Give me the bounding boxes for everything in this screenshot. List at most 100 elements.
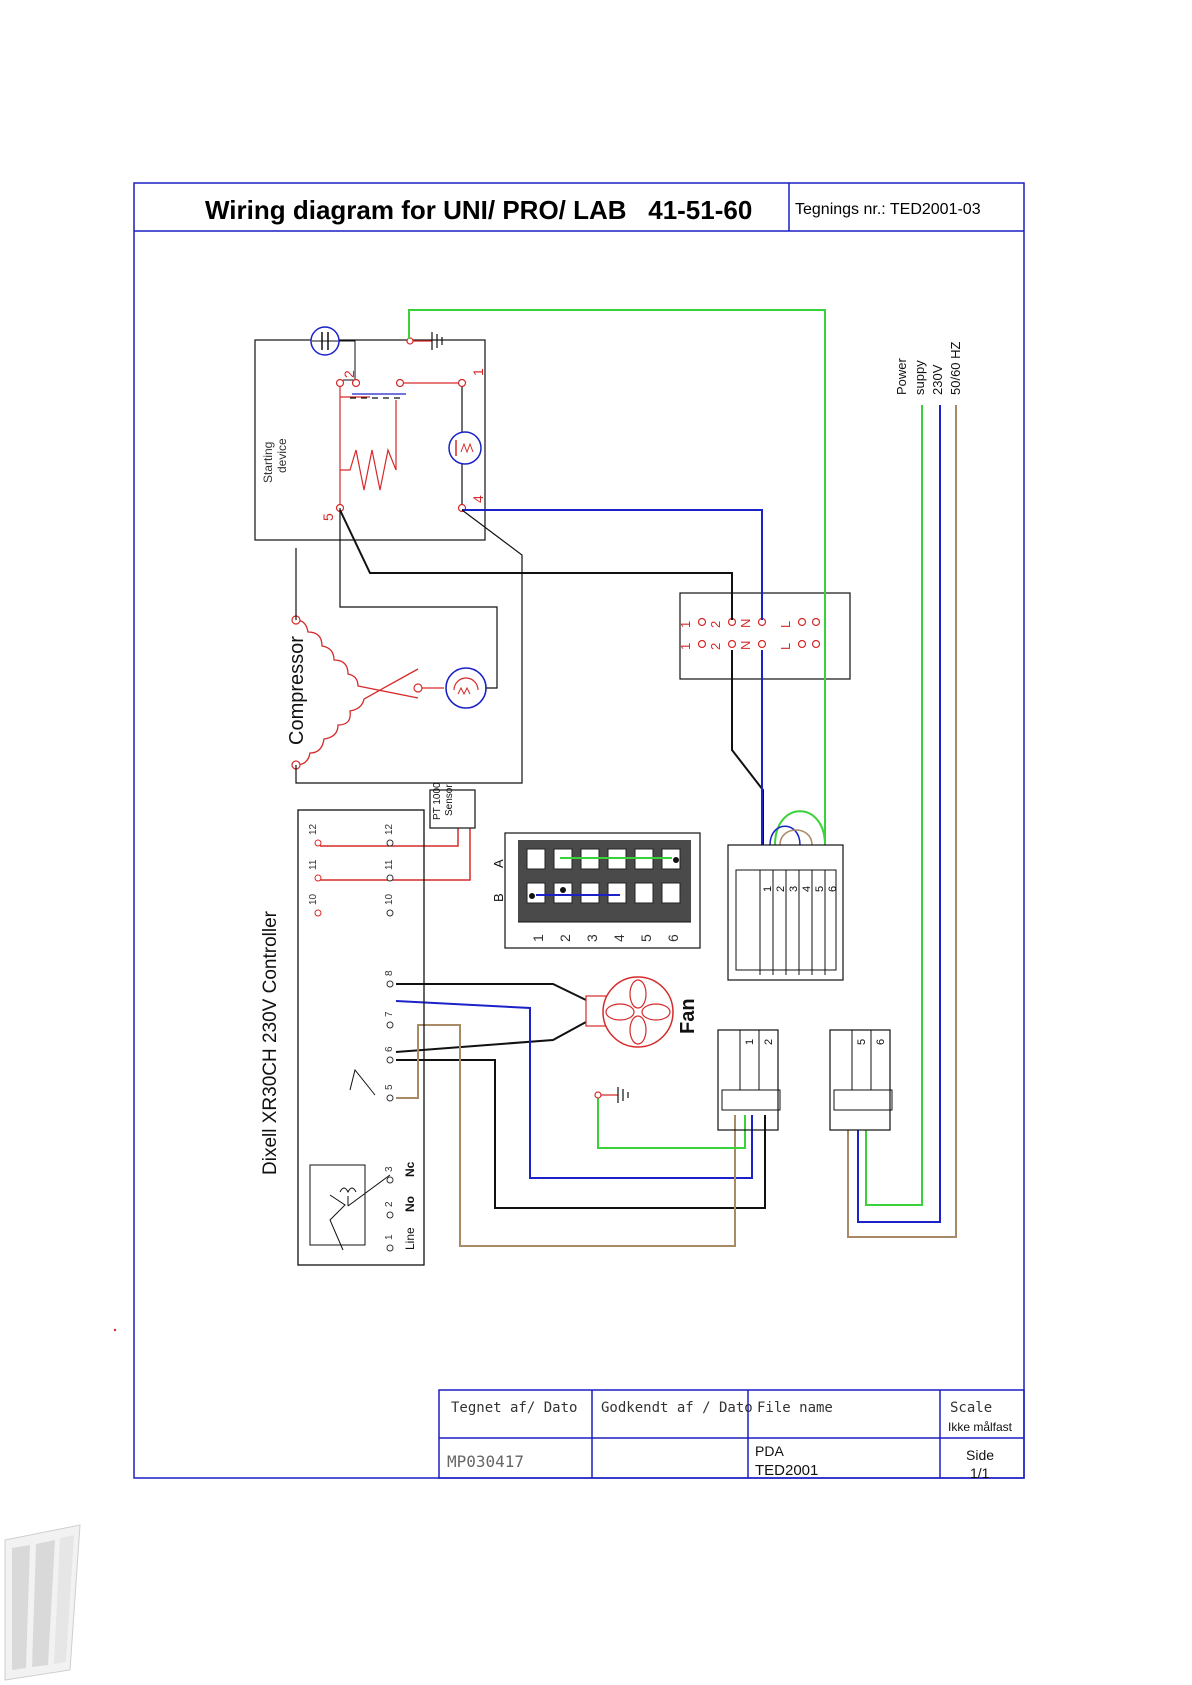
controller-terminal-label: 10: [308, 893, 319, 905]
relay-line-label: Line: [403, 1227, 417, 1250]
connector-row-b: B: [491, 893, 506, 902]
connector-outer: [504, 832, 701, 949]
controller-terminal-dot: [386, 839, 394, 847]
relay-coil-icon: [339, 1187, 357, 1194]
thermal-protector-icon: [445, 667, 487, 709]
fan-icon: [602, 976, 674, 1048]
switch-terminal-dot: [811, 617, 821, 627]
tb-scale-value: Ikke målfast: [948, 1420, 1013, 1434]
starting-device: Starting device 2 1 5 4: [254, 326, 486, 541]
connector-dot: [529, 893, 535, 899]
power-label-2: suppy: [912, 360, 927, 395]
connector-cell-b: [526, 882, 546, 904]
power-label-1: Power: [894, 357, 909, 395]
controller-box: [297, 809, 425, 1266]
controller-terminal-label: 8: [384, 970, 395, 976]
switch-terminal-label: 2: [708, 643, 723, 650]
wire-power-brown: [847, 405, 957, 1238]
connector-col-label: 6: [665, 934, 681, 942]
wire-controller-brown: [396, 1024, 736, 1247]
wire-black-start: [339, 509, 733, 620]
connector-cell-b: [607, 882, 627, 904]
controller-terminal-dot: [386, 980, 394, 988]
drawing-number: Tegnings nr.: TED2001-03: [795, 201, 981, 218]
start-terminal-4: 4: [470, 495, 486, 503]
small-a-term-2: 2: [763, 1039, 775, 1045]
sensor-label-2: Sensor: [444, 784, 455, 816]
controller-terminal-label: 5: [384, 1084, 395, 1090]
controller-terminal-dot: [386, 1244, 394, 1252]
controller-terminal-dot: [386, 1021, 394, 1029]
controller-terminal-dot: [314, 839, 322, 847]
controller-terminal-dot: [386, 1211, 394, 1219]
tb-file-name-1: PDA: [755, 1443, 784, 1459]
diagram-title: Wiring diagram for UNI/ PRO/ LAB 41-51-6…: [205, 195, 752, 225]
compressor-label: Compressor: [286, 636, 308, 745]
controller-terminal-label: 10: [384, 893, 395, 905]
wire-green-earth: [408, 309, 826, 845]
switch-terminal-label: L: [778, 621, 793, 628]
controller-terminal-label: 1: [384, 1234, 395, 1240]
block-main-term: 6: [827, 886, 839, 892]
switch-terminal-dot: [811, 639, 821, 649]
wire-power-blue: [857, 405, 941, 1223]
main-switch: [679, 592, 851, 680]
power-label-4: 50/60 HZ: [948, 341, 963, 395]
wire-fan-blue: [395, 1000, 753, 1179]
tb-page-label: Side: [966, 1447, 994, 1463]
connector-row-a: A: [491, 859, 506, 868]
block-main-term: 3: [788, 886, 800, 892]
relay-no-label: No: [403, 1196, 417, 1212]
connector-cell-b: [634, 882, 654, 904]
ground-icon: [406, 332, 443, 350]
controller-terminal-label: 3: [384, 1166, 395, 1172]
controller-terminal-dot: [314, 874, 322, 882]
wire-black-return: [295, 509, 523, 784]
connector-col-label: 5: [638, 934, 654, 942]
switch-terminal-label: N: [738, 641, 753, 650]
tb-page-value: 1/1: [970, 1465, 990, 1481]
controller: Dixell XR30CH 230V Controller Line No Nc: [260, 809, 425, 1266]
wire-fan-black-3: [396, 1059, 766, 1209]
wire-green-jumper: [774, 810, 826, 846]
tb-drawn-by: MP030417: [447, 1452, 524, 1471]
wire-fan-black-1: [396, 983, 587, 1001]
controller-terminal-label: 6: [384, 1046, 395, 1052]
controller-terminal-dot: [386, 1056, 394, 1064]
wire-earth-green-2: [597, 1098, 746, 1149]
wire-blue-start: [462, 509, 763, 620]
tb-file-name-2: TED2001: [755, 1462, 818, 1479]
switch-terminal-label: L: [778, 643, 793, 650]
relay-nc-label: Nc: [403, 1161, 417, 1177]
controller-terminal-label: 7: [384, 1011, 395, 1017]
wire-sensor-1: [320, 828, 459, 847]
wire-brown-jumper: [779, 829, 813, 846]
tb-header-scale: Scale: [950, 1400, 992, 1416]
compressor: Compressor: [286, 615, 487, 770]
block-main-term: 4: [801, 886, 813, 892]
connector-col-label: 4: [611, 934, 627, 942]
sensor-label-1: PT 1000: [432, 782, 443, 820]
starting-device-box: [254, 339, 486, 541]
switch-terminal-dot: [697, 639, 707, 649]
starting-device-label-1: Starting: [261, 442, 275, 483]
switch-terminal-dot: [727, 639, 737, 649]
controller-terminal-dot: [386, 1094, 394, 1102]
tb-header-approved: Godkendt af / Dato: [601, 1400, 753, 1416]
pt1000-sensor: PT 1000 Sensor: [429, 782, 476, 829]
controller-terminal-dot: [386, 909, 394, 917]
tb-header-file: File name: [757, 1400, 833, 1416]
controller-terminal-dot: [314, 909, 322, 917]
connector-cell-b: [661, 882, 681, 904]
switch-terminal-label: 1: [678, 621, 693, 628]
fan-label: Fan: [677, 998, 699, 1034]
controller-terminal-label: 2: [384, 1201, 395, 1207]
switch-terminal-dot: [757, 639, 767, 649]
terminal-dot: [457, 378, 467, 388]
controller-terminal-label: 11: [308, 859, 319, 870]
fan: Fan: [585, 976, 699, 1048]
wire-sensor-2: [320, 828, 471, 881]
